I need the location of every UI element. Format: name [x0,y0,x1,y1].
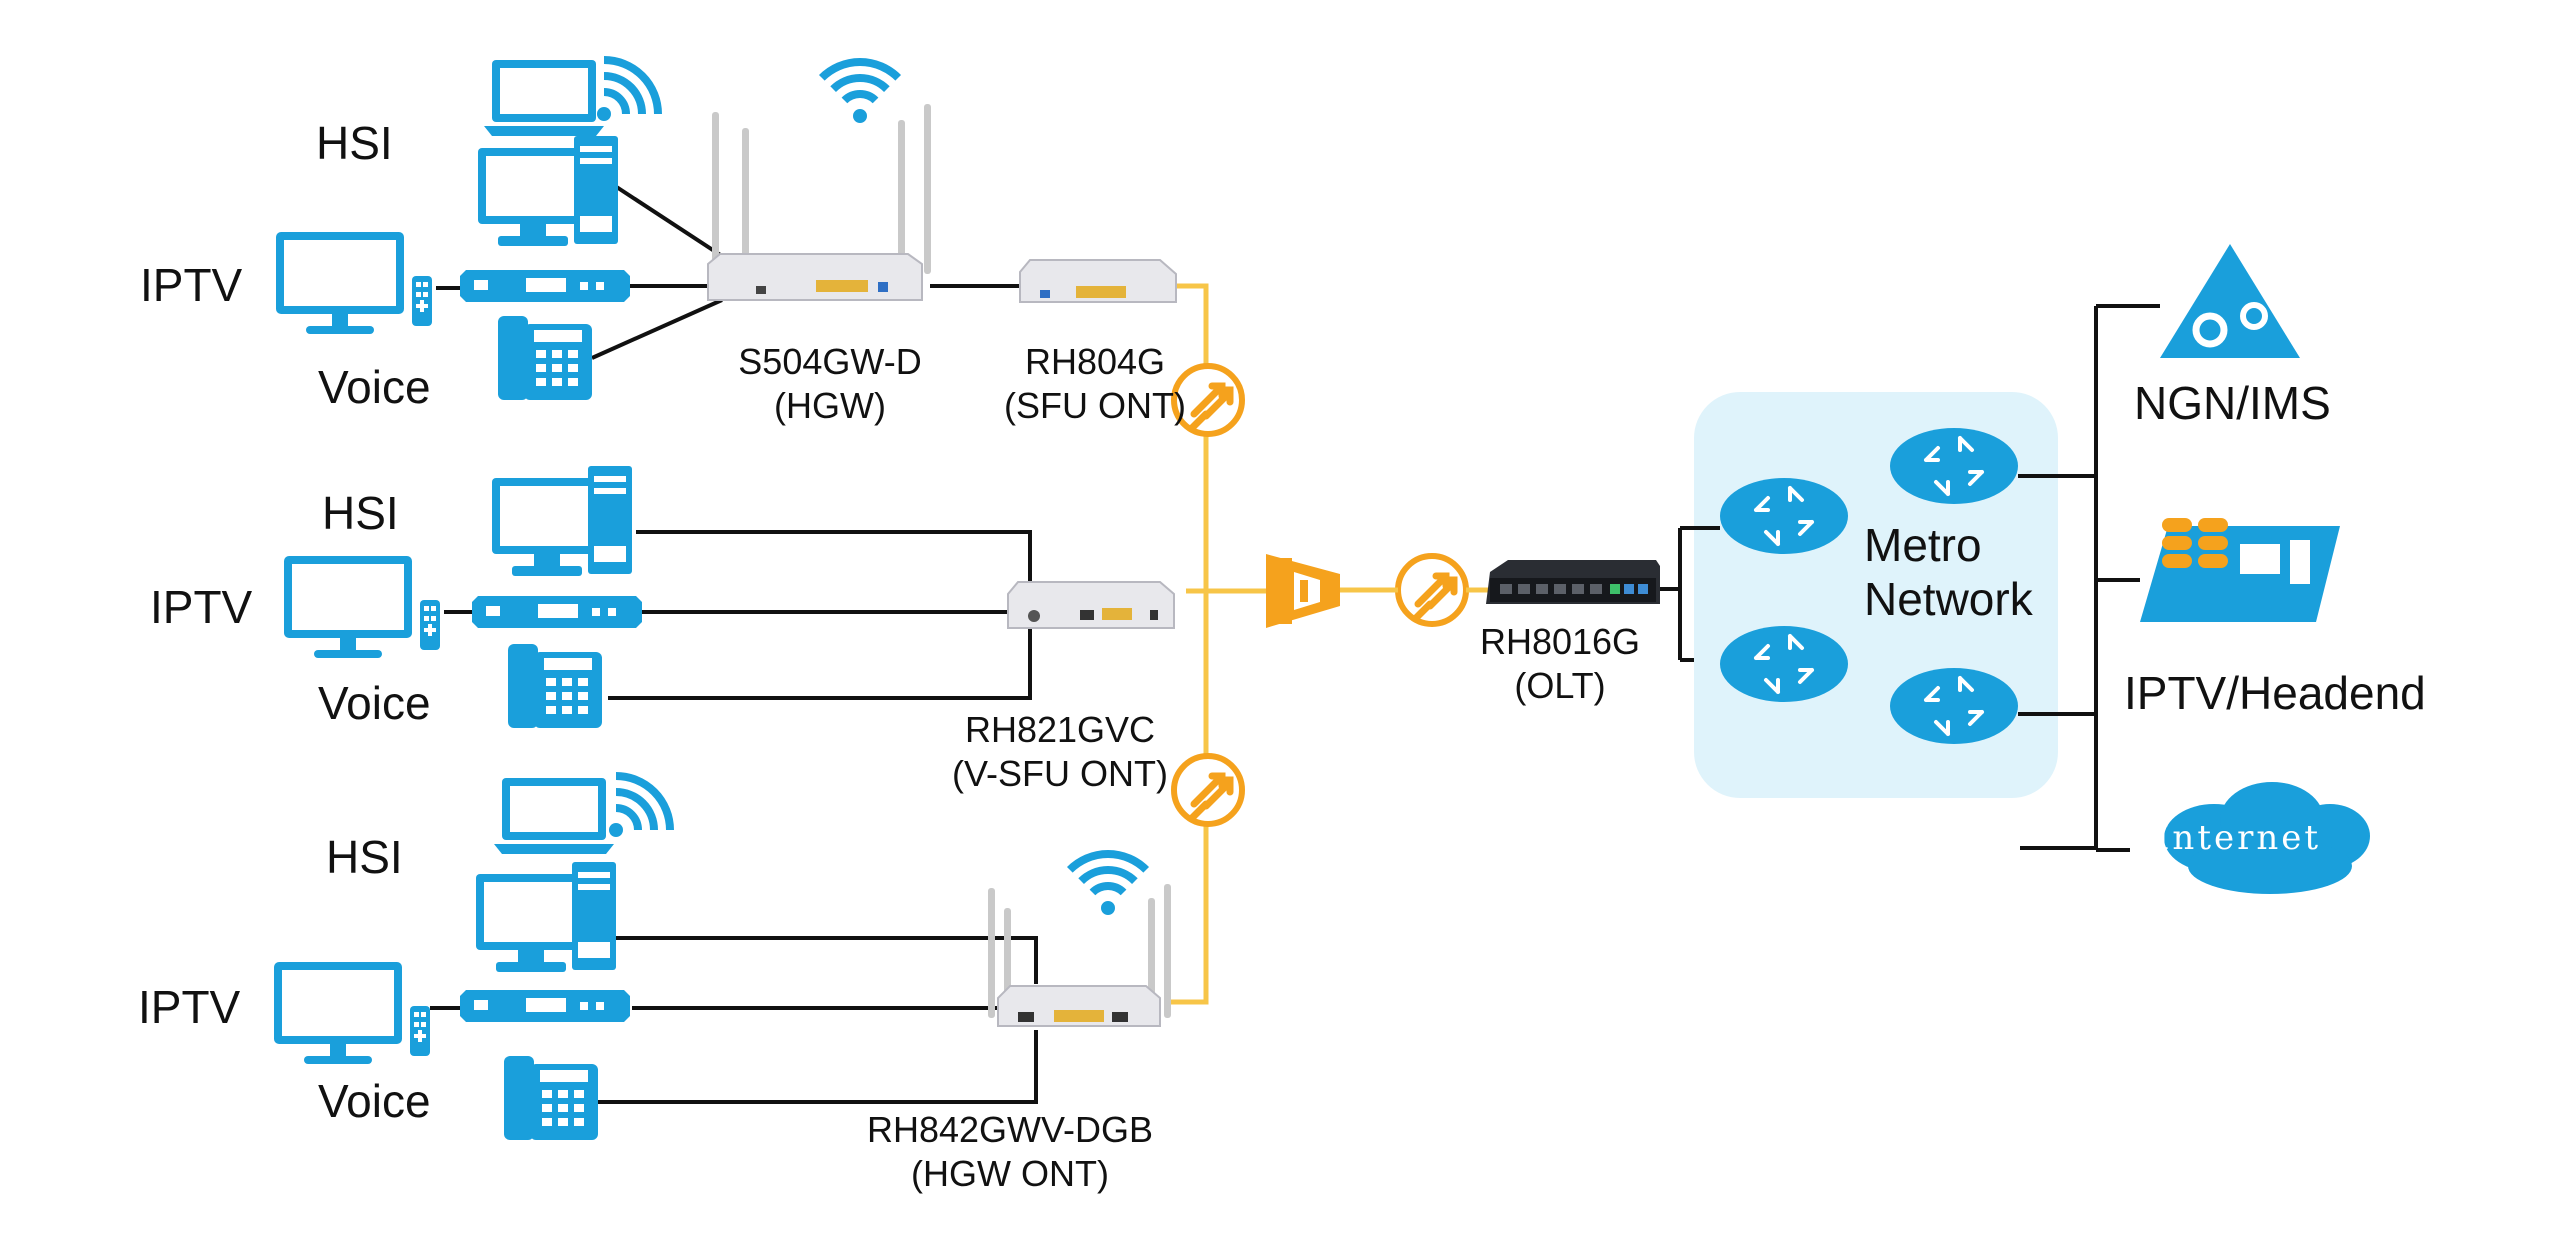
set-top-box-icon [460,990,630,1022]
voice-label: Voice [318,677,431,729]
sfu-ont-caption: RH804G (SFU ONT) [970,340,1220,428]
desktop-pc-icon [478,136,618,246]
vsfu-ont-role: (V-SFU ONT) [952,753,1168,794]
set-top-box-icon [460,270,630,302]
hgw-ont-caption: RH842GWV-DGB (HGW ONT) [840,1108,1180,1196]
iptv-label: IPTV [140,259,243,311]
iptv-label: IPTV [138,981,241,1033]
ethernet-lines [591,182,2160,1104]
hgw-ont-role: (HGW ONT) [911,1153,1109,1194]
vsfu-ont-icon [1007,581,1175,629]
metro-network-label: Metro Network [1864,518,2033,626]
router-icon [1888,426,2020,506]
splitter-icon [1398,556,1466,624]
vsfu-ont-model: RH821GVC [964,709,1156,750]
iptv-headend-label: IPTV/Headend [2124,667,2426,719]
optical-coupler-icon [1266,554,1340,628]
tv-icon [274,962,430,1064]
laptop-icon [484,60,604,136]
set-top-box-icon [472,596,642,628]
olt-model: RH8016G [1479,621,1641,662]
wifi-icon [609,776,670,837]
hgw-role: (HGW) [774,385,886,426]
internet-label: Internet [2156,818,2322,858]
router-icon [1718,476,1850,556]
internet-cloud-icon [2164,782,2370,894]
router-icon [1888,666,2020,746]
headend-server-icon [2140,518,2340,622]
hgw-ont-model: RH842GWV-DGB [866,1109,1154,1150]
laptop-icon [494,778,614,854]
olt-chassis-icon [1486,560,1660,604]
sfu-ont-icon [1019,259,1177,303]
metro-line-2: Network [1864,573,2033,625]
router-icon [1718,624,1850,704]
voice-label: Voice [318,361,431,413]
wifi-icon [1065,832,1151,918]
olt-role: (OLT) [1514,665,1606,706]
tv-icon [284,556,440,658]
hgw-caption: S504GW-D (HGW) [700,340,960,428]
vsfu-ont-caption: RH821GVC (V-SFU ONT) [910,708,1210,796]
desktop-pc-icon [476,862,616,972]
ngn-ims-label: NGN/IMS [2134,377,2331,429]
voice-label: Voice [318,1075,431,1127]
hsi-label: HSI [326,831,403,883]
iptv-label: IPTV [150,581,253,633]
sfu-ont-model: RH804G [1024,341,1166,382]
desktop-pc-icon [492,466,632,576]
fiber-lines [1150,283,1266,1005]
tv-icon [276,232,432,334]
hgw-model: S504GW-D [738,341,922,382]
olt-caption: RH8016G (OLT) [1450,620,1670,708]
hgw-router-icon [707,104,931,301]
hsi-label: HSI [316,117,393,169]
metro-line-1: Metro [1864,519,1982,571]
hsi-label: HSI [322,487,399,539]
sfu-ont-role: (SFU ONT) [1004,385,1186,426]
desk-phone-icon [508,644,602,728]
wifi-icon [817,40,903,126]
ngn-ims-icon [2160,244,2300,358]
wifi-icon [597,60,658,121]
hgw-ont-icon [988,884,1171,1027]
desk-phone-icon [498,316,592,400]
desk-phone-icon [504,1056,598,1140]
